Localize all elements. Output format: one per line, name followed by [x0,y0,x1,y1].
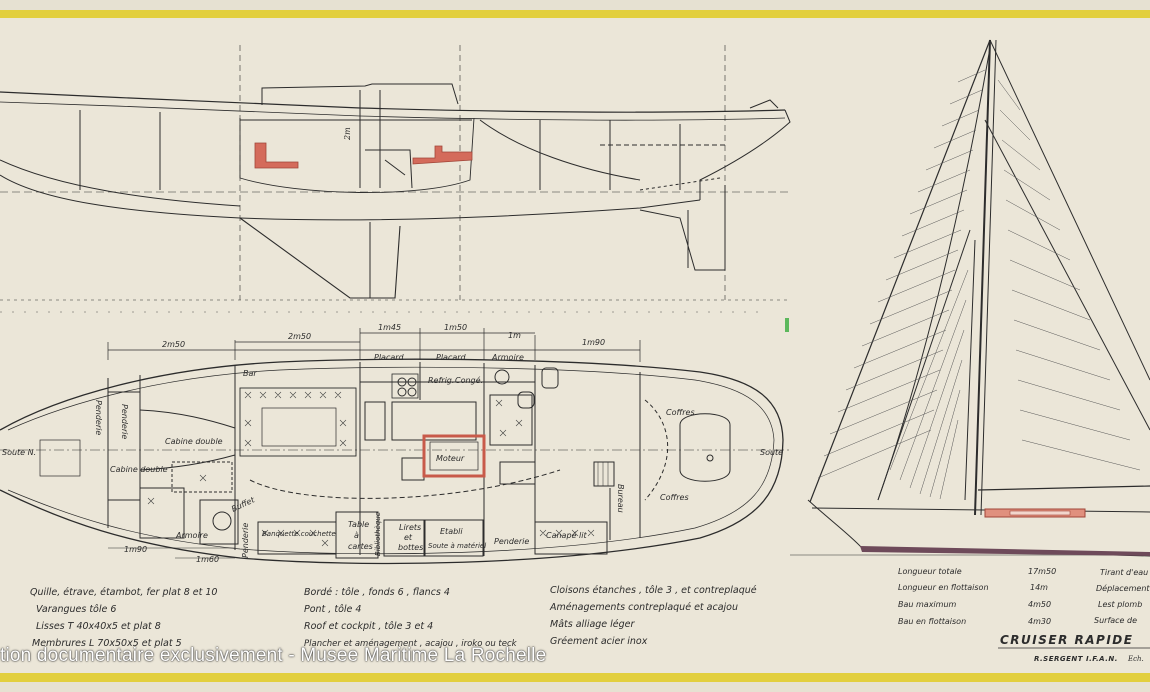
label-penderie-4: Penderie [494,537,529,546]
label-refrig: Refrig. [428,376,454,385]
label-placard-1: Placard [374,353,405,362]
label-soute-1: Soute [760,448,783,457]
spec-label-3: Bau maximum [898,600,957,609]
spec-value-1: 17m50 [1028,567,1056,576]
dim-bottom-2: 1m60 [196,555,219,564]
label-cabine-double-2: Cabine double [110,465,168,474]
label-table-3: cartes [348,542,373,551]
spec-label-4: Bau en flottaison [898,617,966,626]
profile-height-label: 2m [343,127,352,141]
label-conge: Congé. [455,375,483,385]
label-moteur: Moteur [436,454,465,463]
label-penderie-1: Penderie [94,400,103,435]
label-etabli-1: Etabli [440,527,463,536]
spec-label-2: Longueur en flottaison [898,583,989,592]
green-mark [785,318,789,332]
border-bottom [0,673,1150,682]
hull-band [860,546,1150,556]
dim-top-5: 1m [508,331,521,340]
scale-label: Ech. [1127,655,1144,663]
note-1-1: Quille, étrave, étambot, fer plat 8 et 1… [30,587,217,598]
dim-top-2: 2m50 [288,332,311,341]
dim-top-6: 1m90 [582,338,605,347]
label-cabine-double-1: Cabine double [165,437,223,446]
note-2-1: Bordé : tôle , fonds 6 , flancs 4 [304,587,450,598]
label-armoire-1: Armoire [491,353,524,362]
label-table-1: Table [348,520,369,529]
note-2-3: Roof et cockpit , tôle 3 et 4 [304,621,433,632]
label-soute-2: Soute N. [2,448,36,457]
label-banquette: Banquette couchette [262,530,336,538]
notes: Quille, étrave, étambot, fer plat 8 et 1… [30,585,757,649]
note-1-2: Varangues tôle 6 [36,604,116,615]
dim-top-4: 1m50 [444,323,467,332]
dim-top-3: 1m45 [378,323,401,332]
spec-value-3: 4m50 [1028,600,1051,609]
label-placard-2: Placard [436,353,467,362]
designer-name: R.SERGENT I.F.A.N. [1034,655,1118,663]
dim-top-1: 2m50 [162,340,185,349]
label-coffres-2: Coffres [660,493,689,502]
label-lirets-3: bottes [398,543,423,552]
note-3-3: Mâts alliage léger [550,619,636,630]
note-3-4: Gréement acier inox [550,636,648,647]
note-3-1: Cloisons étanches , tôle 3 , et contrepl… [550,585,757,596]
note-2-2: Pont , tôle 4 [304,604,361,615]
deckhouse-window [1009,510,1071,516]
note-3-2: Aménagements contreplaqué et acajou [549,602,738,613]
specs: Longueur totale 17m50 Longueur en flotta… [898,567,1150,626]
label-bar: Bar [243,369,257,378]
label-armoire-2: Armoire [175,531,208,540]
engine-inner [429,441,479,471]
spec-value-2: 14m [1030,583,1048,592]
sail-panels [817,69,1141,500]
spec-right-4: Surface de [1094,616,1137,625]
plan-section [0,328,790,565]
profile-berths [254,142,473,169]
engine-block [422,434,486,478]
plan-seat-hatching [147,391,595,547]
label-lirets-2: et [404,533,413,542]
border-top [0,10,1150,18]
label-canape: Canapé lit [546,530,587,540]
profile-section [0,45,791,313]
spec-label-1: Longueur totale [898,567,962,576]
label-table-2: à [354,531,359,540]
label-penderie-2: Penderie [120,404,129,439]
label-bibliotheque: Bibliothèque [374,512,382,556]
note-1-4: Membrures L 70x50x5 et plat 5 [32,638,182,649]
watermark-text: tion documentaire exclusivement - Musee … [0,645,547,666]
dim-bottom-1: 1m90 [124,545,147,554]
spec-right-1: Tirant d'eau [1100,568,1148,577]
note-2-4: Plancher et aménagement , acajou , iroko… [304,638,518,649]
note-1-3: Lisses T 40x40x5 et plat 8 [36,621,161,632]
label-penderie-3: Penderie [241,523,250,558]
spec-right-2: Déplacement [1096,583,1150,593]
drawing-title: CRUISER RAPIDE [1000,633,1133,647]
label-etabli-2: Soute à matériel [428,542,486,550]
sail-plan [790,39,1150,557]
label-bureau: Bureau [616,484,625,513]
spec-value-4: 4m30 [1028,617,1051,626]
label-lirets-1: Lirets [399,523,421,532]
spec-right-3: Lest plomb [1098,600,1142,609]
label-coffres-1: Coffres [666,408,695,417]
